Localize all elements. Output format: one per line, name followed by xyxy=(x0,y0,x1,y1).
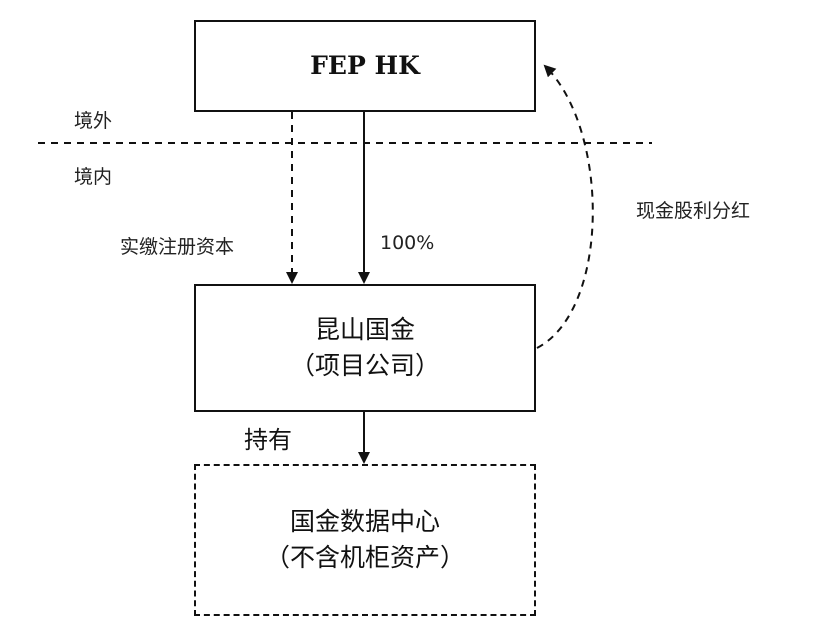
data-center-node: 国金数据中心 （不含机柜资产） xyxy=(194,464,536,616)
onshore-label: 境内 xyxy=(74,166,113,188)
kunshan-subtitle: （项目公司） xyxy=(289,351,440,380)
offshore-label: 境外 xyxy=(74,110,113,132)
dividend-label: 现金股利分红 xyxy=(636,200,751,222)
data-center-title: 国金数据中心 xyxy=(289,507,440,536)
kunshan-title: 昆山国金 xyxy=(314,315,415,344)
data-center-subtitle: （不含机柜资产） xyxy=(264,543,465,572)
ownership-label: 100% xyxy=(380,232,435,254)
kunshan-project-company-node: 昆山国金 （项目公司） xyxy=(194,284,536,412)
holds-label: 持有 xyxy=(244,426,292,454)
fep-hk-node: FEP HK xyxy=(194,20,536,112)
fep-hk-title: FEP HK xyxy=(310,51,420,80)
paid-capital-label: 实缴注册资本 xyxy=(120,236,235,258)
dividend-arrow xyxy=(536,64,594,349)
